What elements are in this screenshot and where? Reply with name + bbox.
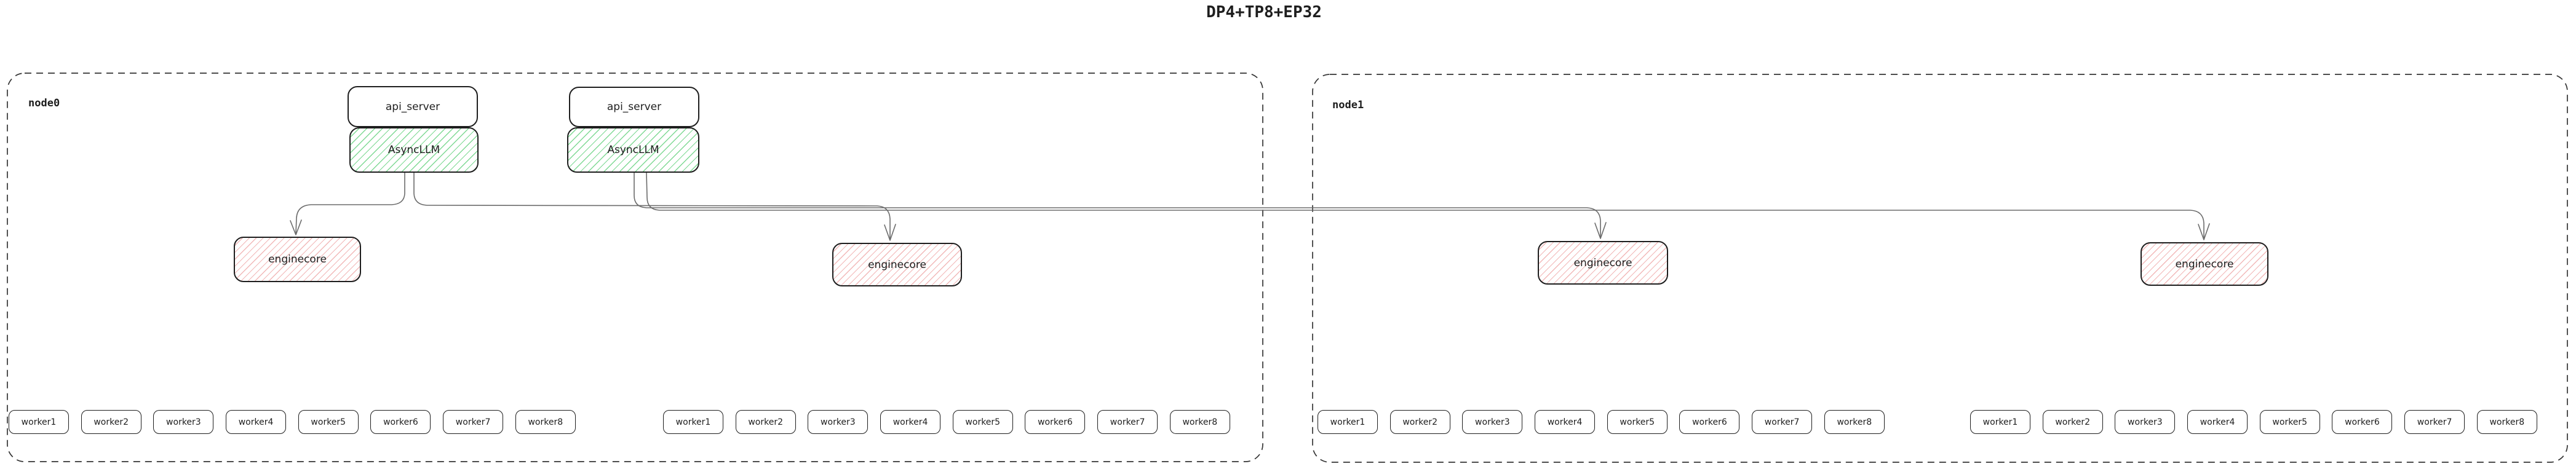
diagram-title: DP4+TP8+EP32 (1206, 3, 1322, 22)
worker-box: worker3 (808, 410, 869, 434)
edge-asyncllm1-enginecore2 (413, 172, 891, 239)
node1-worker-group-2: worker1 worker2 worker3 worker4 worker5 worke… (1970, 410, 2537, 434)
worker-box: worker8 (1169, 410, 1230, 434)
worker-box: worker3 (2115, 410, 2176, 434)
node0-boundary (7, 73, 1263, 462)
arrowhead-enginecore3 (1594, 222, 1607, 239)
api-server-box-1: api_server (348, 86, 478, 127)
edge-asyncllm2-enginecore3 (634, 172, 1601, 237)
worker-box: worker7 (2404, 410, 2465, 434)
arrowhead-enginecore1 (290, 219, 302, 235)
worker-box: worker1 (1318, 410, 1378, 434)
worker-box: worker7 (443, 410, 504, 434)
node1-label: node1 (1332, 99, 1364, 111)
worker-box: worker2 (2042, 410, 2103, 434)
node1-worker-group-1: worker1 worker2 worker3 worker4 worker5 worke… (1318, 410, 1885, 434)
edge-asyncllm1-enginecore1 (295, 172, 405, 234)
worker-box: worker6 (1025, 410, 1086, 434)
node1-boundary (1312, 74, 2568, 463)
node0-worker-group-2: worker1 worker2 worker3 worker4 worker5 worke… (663, 410, 1230, 434)
worker-box: worker2 (81, 410, 141, 434)
worker-box: worker6 (1679, 410, 1740, 434)
worker-box: worker5 (298, 410, 359, 434)
worker-box: worker1 (1970, 410, 2030, 434)
worker-box: worker8 (2476, 410, 2537, 434)
edge-asyncllm2-enginecore4 (646, 172, 2204, 238)
worker-box: worker4 (2187, 410, 2248, 434)
enginecore-box-4: enginecore (2141, 242, 2268, 286)
worker-box: worker5 (2259, 410, 2320, 434)
worker-box: worker7 (1097, 410, 1158, 434)
api-server-box-2: api_server (569, 87, 699, 127)
worker-box: worker3 (1462, 410, 1523, 434)
worker-box: worker8 (515, 410, 576, 434)
worker-box: worker4 (880, 410, 941, 434)
node0-label: node0 (28, 97, 60, 109)
worker-box: worker6 (2332, 410, 2393, 434)
enginecore-box-2: enginecore (832, 243, 962, 286)
arrowhead-enginecore4 (2198, 223, 2210, 240)
worker-box: worker5 (952, 410, 1013, 434)
enginecore-box-1: enginecore (234, 237, 361, 282)
worker-box: worker7 (1752, 410, 1813, 434)
worker-box: worker6 (370, 410, 431, 434)
worker-box: worker2 (1389, 410, 1450, 434)
arrowhead-enginecore2 (884, 224, 896, 241)
node0-worker-group-1: worker1 worker2 worker3 worker4 worker5 worke… (9, 410, 576, 434)
worker-box: worker8 (1824, 410, 1885, 434)
worker-box: worker1 (663, 410, 723, 434)
worker-box: worker2 (735, 410, 796, 434)
asyncllm-box-1: AsyncLLM (349, 127, 479, 173)
worker-box: worker4 (1535, 410, 1596, 434)
enginecore-box-3: enginecore (1538, 241, 1668, 285)
worker-box: worker5 (1607, 410, 1668, 434)
asyncllm-box-2: AsyncLLM (567, 127, 699, 173)
worker-box: worker1 (9, 410, 69, 434)
worker-box: worker3 (153, 410, 214, 434)
worker-box: worker4 (226, 410, 287, 434)
